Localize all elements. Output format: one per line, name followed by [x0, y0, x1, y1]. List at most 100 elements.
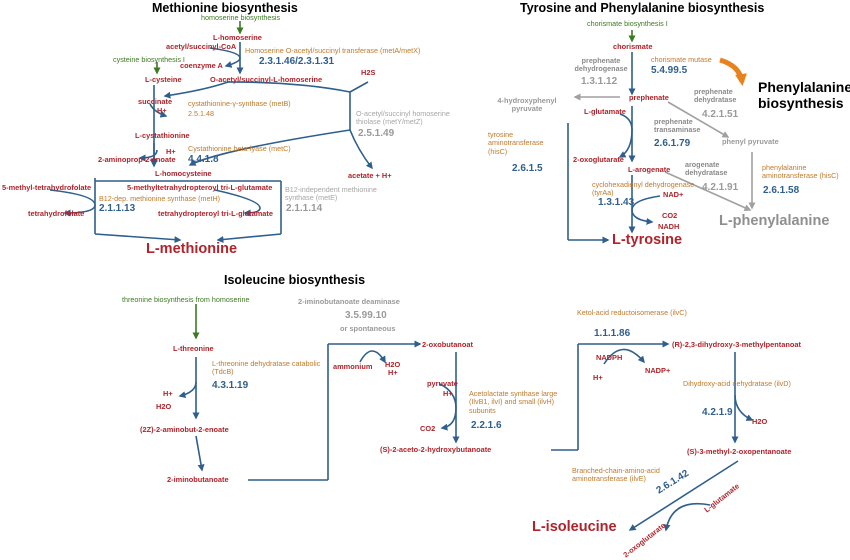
arrow-thiolase-to-homocysteine [188, 129, 351, 166]
l-homocysteine: L-homocysteine [155, 169, 212, 178]
enzyme-arogenate-dt: arogenate dehydratase [685, 160, 728, 178]
mthf: 5-methyl-tetrahydrofolate [2, 183, 92, 192]
cysteine-biosynthesis-label: cysteine biosynthesis I [113, 55, 185, 64]
h2o-3: H2O [752, 417, 768, 426]
arrow-glutamate-side-ile [663, 503, 711, 532]
enzyme-ilvD: Dihydroxy-acid dehydratase (ilvD) [683, 379, 791, 388]
h-plus-4: H+ [593, 373, 603, 382]
ec-arogenate-dt: 4.2.1.91 [702, 182, 739, 193]
ec-metAX: 2.3.1.46/2.3.1.31 [259, 56, 335, 67]
enzyme-hisC-phe: phenylalanine aminotransferase (hisC) [762, 163, 839, 181]
enzyme-metH: B12-dep. methionine synthase (metH) [99, 194, 221, 203]
h-plus-meth-2: H+ [166, 147, 176, 156]
enzyme-metE: B12-independent methionine synthase (met… [285, 185, 377, 203]
enzyme-metAX: Homoserine O-acetyl/succinyl transferase… [245, 46, 421, 55]
co2-ile: CO2 [420, 424, 436, 433]
arrow-nad-side [631, 195, 661, 225]
aceto-hydroxybutanoate: (S)-2-aceto-2-hydroxybutanoate [380, 445, 492, 454]
h-plus-meth: H+ [157, 106, 167, 115]
arrow-glutamate-side [618, 113, 633, 158]
line-oacyl-to-thiolase [227, 81, 351, 93]
aminoprop-enoate: 2-aminoprop-2-enoate [98, 155, 176, 164]
homoserine-biosynthesis-label: homoserine biosynthesis [201, 13, 281, 22]
thf: tetrahydrofolate [28, 209, 85, 218]
iminobutanoate: 2-iminobutanoate [167, 475, 229, 484]
enzyme-ilvC: Ketol-acid reductoisomerase (ilvC) [577, 308, 687, 317]
enzyme-ilvE: Branched-chain-amino-acid aminotransfera… [572, 466, 660, 484]
ammonium: ammonium [333, 362, 373, 371]
ec-prephenate-dh: 1.3.1.12 [581, 76, 618, 87]
l-threonine: L-threonine [173, 344, 214, 353]
chorismate-biosynthesis-label: chorismate biosynthesis I [587, 19, 668, 28]
h2o-2: H2O [385, 360, 401, 369]
oxobutanoat: 2-oxobutanoat [422, 340, 473, 349]
ec-hisC-phe: 2.6.1.58 [763, 185, 800, 196]
threonine-biosynthesis-label: threonine biosynthesis from homoserine [122, 295, 250, 304]
ec-ilvB: 2.2.1.6 [471, 420, 502, 431]
ec-metYZ: 2.5.1.49 [358, 128, 395, 139]
l-glutamate-aromatic: L-glutamate [584, 107, 626, 116]
chorismate: chorismate [613, 42, 653, 51]
arrow-thiolase-to-acetate [349, 129, 373, 170]
l-phenylalanine: L-phenylalanine [719, 213, 830, 229]
l-isoleucine: L-isoleucine [532, 519, 617, 535]
ec-metE: 2.1.1.14 [286, 203, 323, 214]
l-methionine: L-methionine [146, 241, 238, 257]
arrow-mthf-side [49, 189, 96, 217]
ec-metH: 2.1.1.13 [99, 203, 136, 214]
ec-tyrAa: 1.3.1.43 [598, 197, 635, 208]
ec-ilvD: 4.2.1.9 [702, 407, 733, 418]
hydroxyphenyl-pyruvate: 4-hydroxyphenyl pyruvate [497, 96, 557, 113]
pyruvate: pyruvate [427, 379, 458, 388]
nadh: NADH [658, 222, 680, 231]
enzyme-ilvB: Acetolactate synthase large (IlvB1, ilvI… [469, 389, 558, 415]
enzyme-metB: cystathionine-γ-synthase (metB) [188, 99, 291, 108]
l-cysteine: L-cysteine [145, 75, 182, 84]
phenylalanine-biosynthesis-title: Phenylalanine biosynthesis [758, 79, 850, 111]
aminobut-enoate: (2Z)-2-aminobut-2-enoate [140, 425, 229, 434]
line-h2s [349, 81, 369, 93]
o-acyl-homoserine: O-acetyl/succinyl-L-homoserine [210, 75, 323, 84]
nadph: NADPH [596, 353, 623, 362]
coenzyme-a: coenzyme A [180, 61, 223, 70]
enzyme-tdcB: L-threonine dehydratase catabolic (TdcB) [212, 359, 321, 377]
oxoglutarate-aromatic: 2-oxoglutarate [573, 155, 624, 164]
arrow-oxopentanoate-to-isoleucine [628, 460, 739, 531]
enzyme-mutase: chorismate mutase [651, 55, 712, 64]
arrow-prephenate-to-phenylpyruvate [667, 101, 730, 138]
enzyme-metYZ: O-acetyl/succinyl homoserine thiolase (m… [356, 109, 450, 127]
or-spontaneous: or spontaneous [340, 324, 396, 333]
arrow-h2o-side-1 [178, 381, 197, 399]
succinate: succinate [138, 97, 173, 106]
nadp-plus: NADP+ [645, 366, 671, 375]
h-plus-2: H+ [388, 368, 398, 377]
ec-metB: 2.5.1.48 [188, 109, 214, 118]
isoleucine-title: Isoleucine biosynthesis [224, 273, 366, 287]
methionine-title: Methionine biosynthesis [152, 1, 298, 15]
prephenate: prephenate [629, 93, 669, 102]
acyl-coa: acetyl/succinyl-CoA [166, 42, 237, 51]
enzyme-tyrAa: cyclohexadienyl dehydrogenase (tyrAa) [592, 180, 695, 198]
arrow-aminobutenoate-to-iminobutanoate [195, 435, 205, 472]
phenyl-pyruvate: phenyl pyruvate [722, 137, 779, 146]
arrow-succinate-side [149, 103, 168, 118]
acetate: acetate + H+ [348, 171, 392, 180]
l-tyrosine: L-tyrosine [612, 232, 683, 248]
h2o-1: H2O [156, 402, 172, 411]
ec-transaminase: 2.6.1.79 [654, 138, 691, 149]
ec-tdcB: 4.3.1.19 [212, 380, 249, 391]
ec-hisC-tyr: 2.6.1.5 [512, 163, 543, 174]
aromatic-title: Tyrosine and Phenylalanine biosynthesis [520, 1, 765, 15]
ec-mutase: 5.4.99.5 [651, 65, 688, 76]
enzyme-metC: Cystathionine beta-lyase (metC) [188, 144, 291, 153]
enzyme-prephenate-dh: prephenate dehydrogenase [574, 56, 628, 74]
enzyme-deaminase: 2-iminobutanoate deaminase [298, 297, 400, 306]
ec-deaminase: 3.5.99.10 [345, 310, 387, 321]
h-plus-3: H+ [443, 389, 453, 398]
enzyme-prephenate-dt: prephenate dehydratase [694, 87, 737, 105]
arrow-mthpt-side [214, 189, 261, 217]
arrow-acylcoa-side [209, 47, 241, 68]
arrow-nadph-side [603, 348, 645, 365]
nad-plus: NAD+ [663, 190, 684, 199]
